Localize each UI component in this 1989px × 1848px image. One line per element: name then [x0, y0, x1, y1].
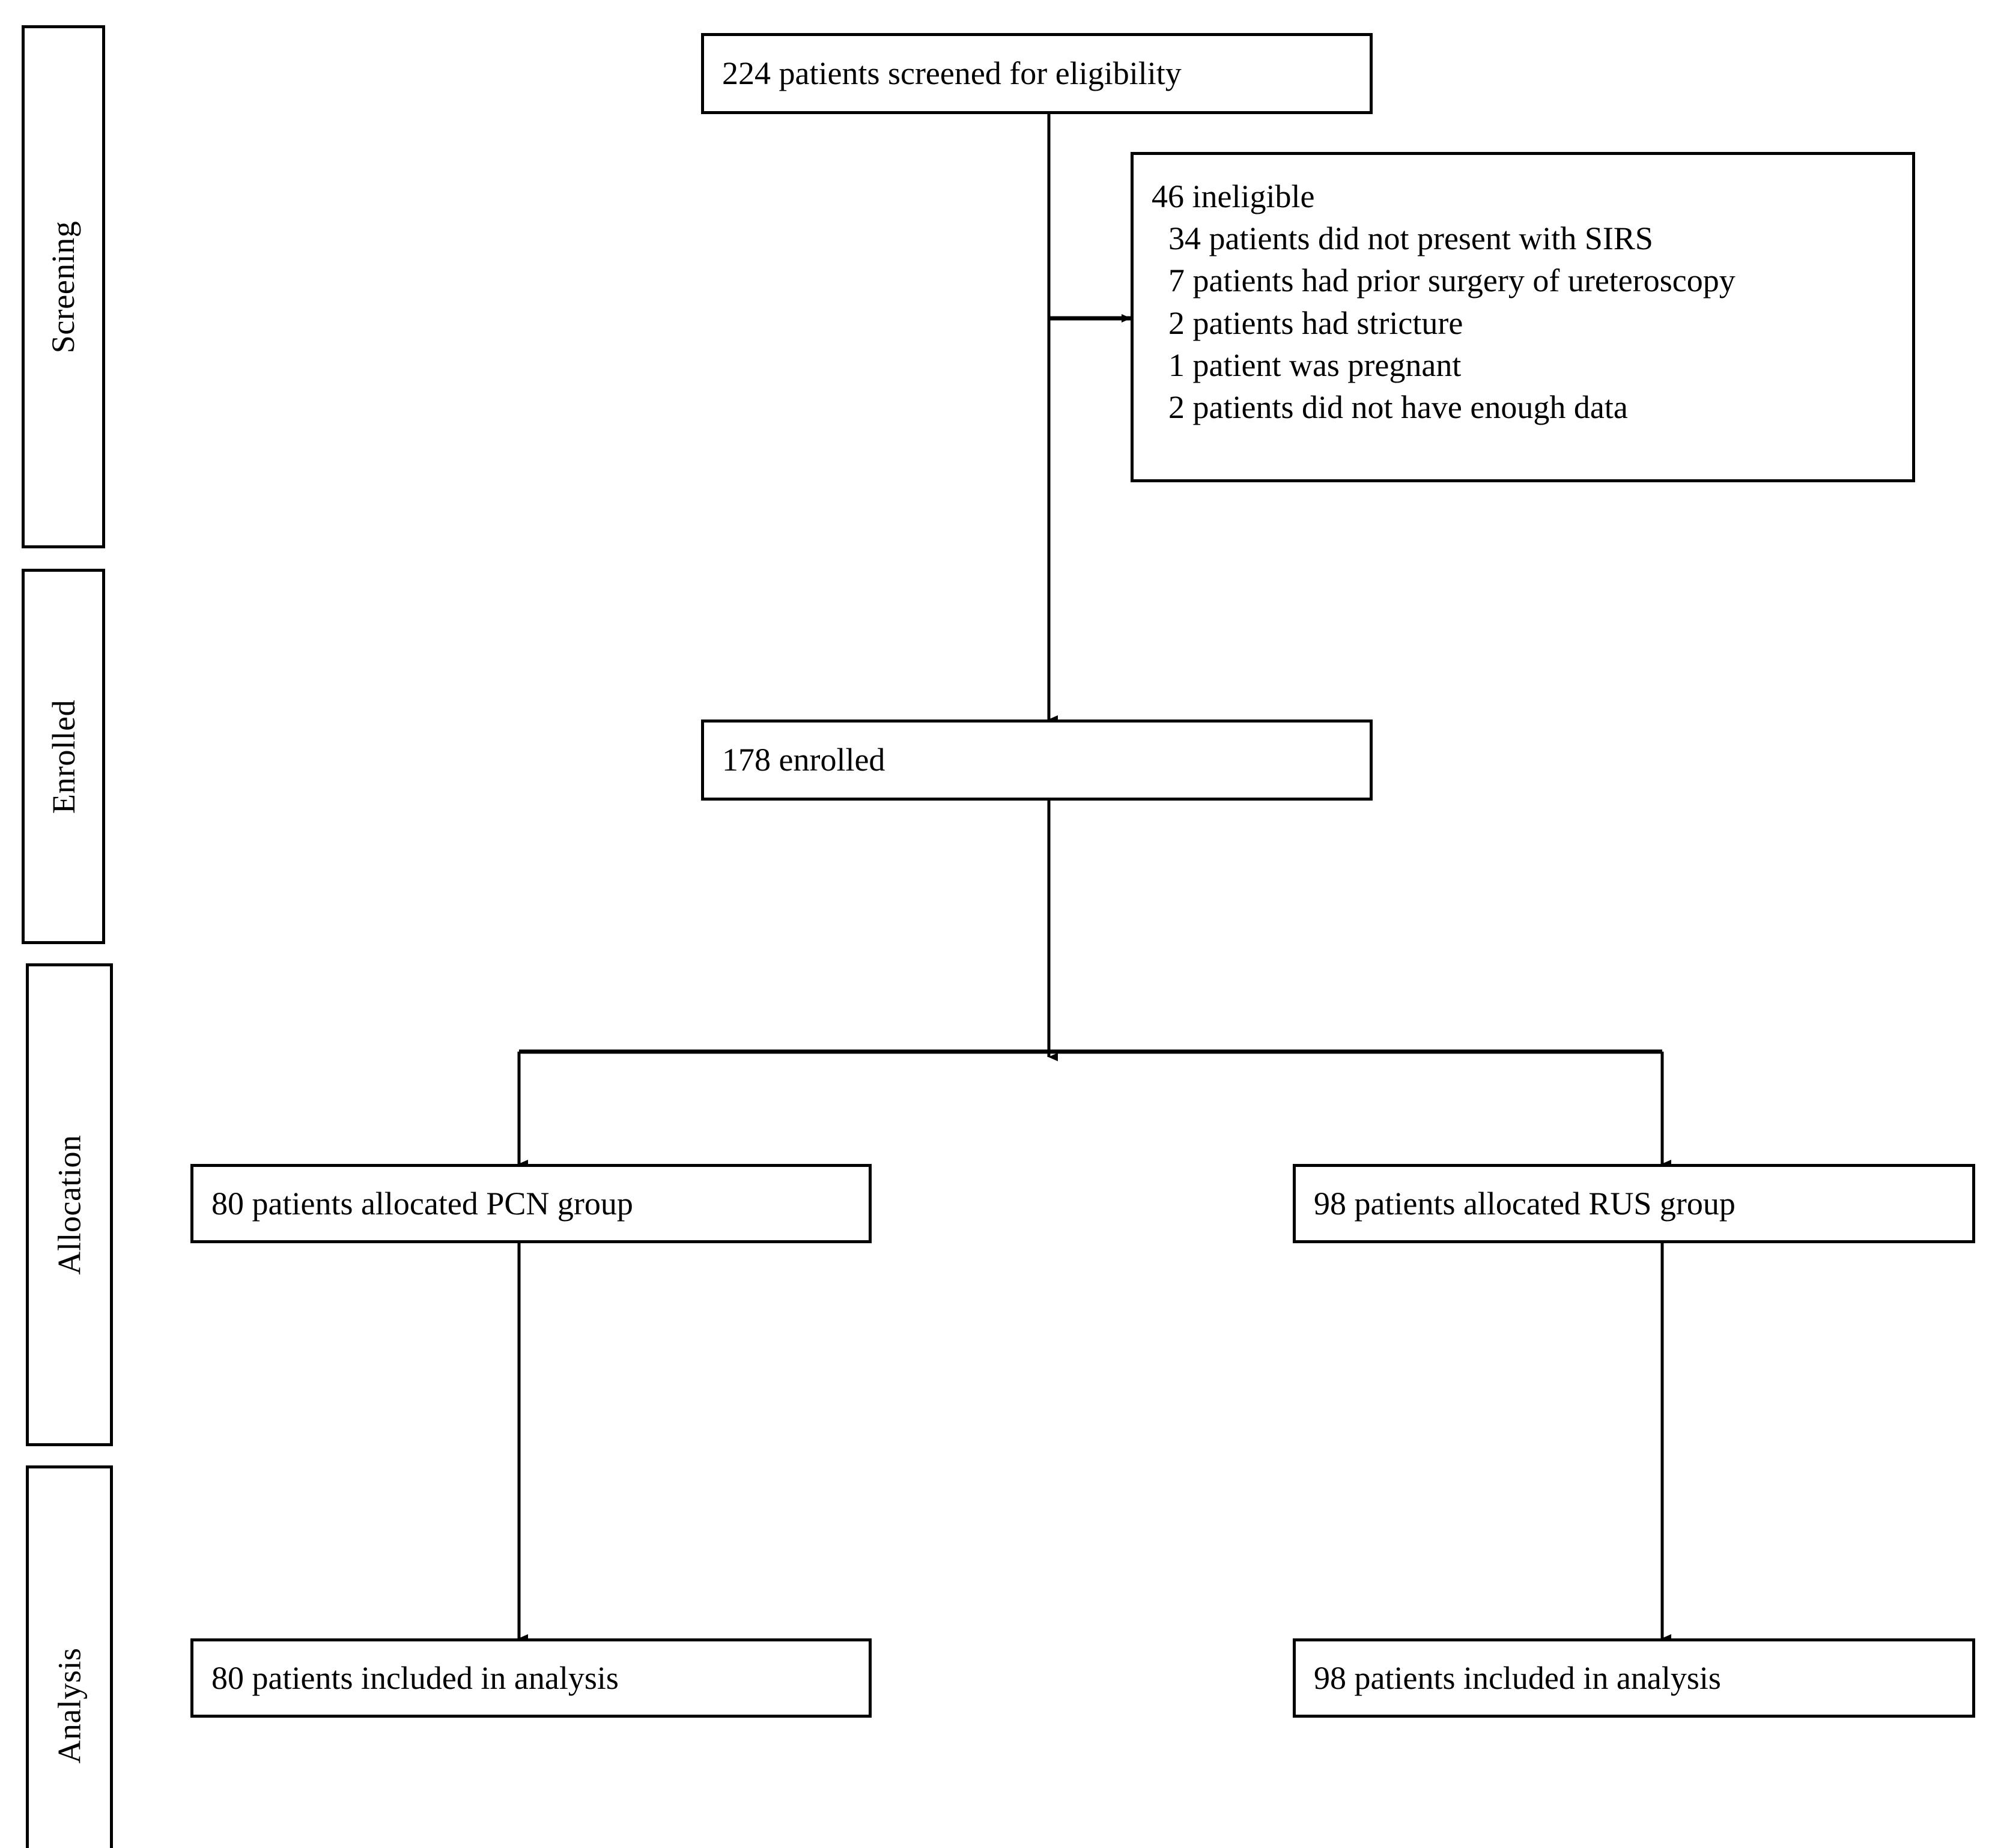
ineligible-reason-prior-surgery: 7 patients had prior surgery of ureteros…	[1168, 262, 1735, 299]
ineligible-heading: 46 ineligible	[1152, 178, 1315, 214]
node-analysis-rus: 98 patients included in analysis	[1293, 1638, 1975, 1718]
stage-label-allocation: Allocation	[51, 1135, 88, 1275]
node-allocated-pcn-label: 80 patients allocated PCN group	[211, 1185, 633, 1222]
node-analysis-pcn: 80 patients included in analysis	[190, 1638, 872, 1718]
ineligible-reason-insufficient-data: 2 patients did not have enough data	[1168, 389, 1628, 425]
node-analysis-pcn-label: 80 patients included in analysis	[211, 1659, 619, 1696]
node-allocated-rus-label: 98 patients allocated RUS group	[1314, 1185, 1735, 1222]
node-screened-label: 224 patients screened for eligibility	[722, 55, 1182, 92]
ineligible-reason-sirs: 34 patients did not present with SIRS	[1168, 220, 1653, 257]
stage-box-analysis: Analysis	[26, 1465, 113, 1848]
node-enrolled-label: 178 enrolled	[722, 742, 885, 778]
ineligible-reason-stricture: 2 patients had stricture	[1168, 304, 1463, 341]
node-enrolled: 178 enrolled	[701, 720, 1373, 801]
node-ineligible: 46 ineligible 34 patients did not presen…	[1131, 152, 1915, 482]
node-analysis-rus-label: 98 patients included in analysis	[1314, 1659, 1721, 1696]
stage-box-enrolled: Enrolled	[22, 569, 105, 944]
stage-box-allocation: Allocation	[26, 963, 113, 1446]
stage-box-screening: Screening	[22, 25, 105, 548]
node-screened: 224 patients screened for eligibility	[701, 33, 1373, 114]
ineligible-reason-pregnant: 1 patient was pregnant	[1168, 347, 1462, 383]
stage-label-analysis: Analysis	[51, 1647, 88, 1764]
node-allocated-pcn: 80 patients allocated PCN group	[190, 1164, 872, 1243]
stage-label-enrolled: Enrolled	[45, 699, 82, 814]
stage-label-screening: Screening	[45, 220, 82, 353]
node-allocated-rus: 98 patients allocated RUS group	[1293, 1164, 1975, 1243]
